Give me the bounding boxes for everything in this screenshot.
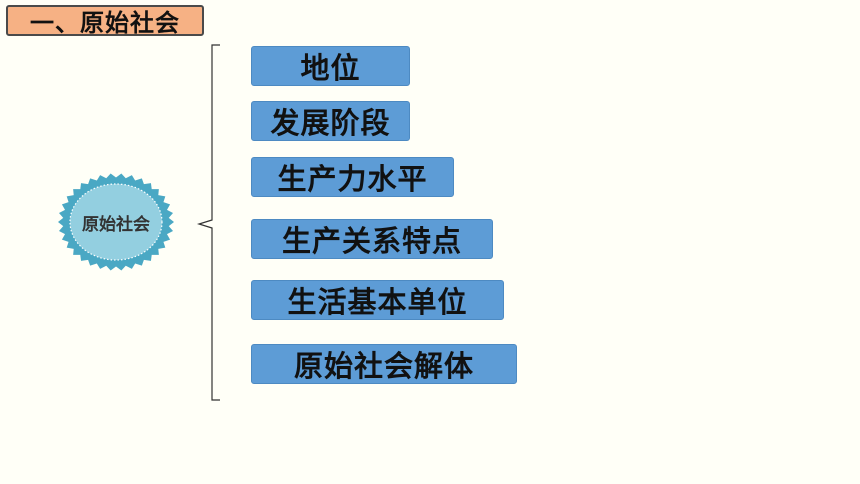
item-production-relations: 生产关系特点 xyxy=(251,219,493,259)
item-basic-living-unit: 生活基本单位 xyxy=(251,280,504,320)
brace-bracket xyxy=(196,44,220,401)
badge-shape xyxy=(58,173,174,271)
item-development-stages: 发展阶段 xyxy=(251,101,410,141)
center-badge-label: 原始社会 xyxy=(82,214,150,235)
item-status: 地位 xyxy=(251,46,410,86)
section-title: 一、原始社会 xyxy=(6,5,204,37)
item-disintegration: 原始社会解体 xyxy=(251,344,517,384)
center-badge: 原始社会 xyxy=(57,172,175,272)
item-productivity-level: 生产力水平 xyxy=(251,157,454,197)
